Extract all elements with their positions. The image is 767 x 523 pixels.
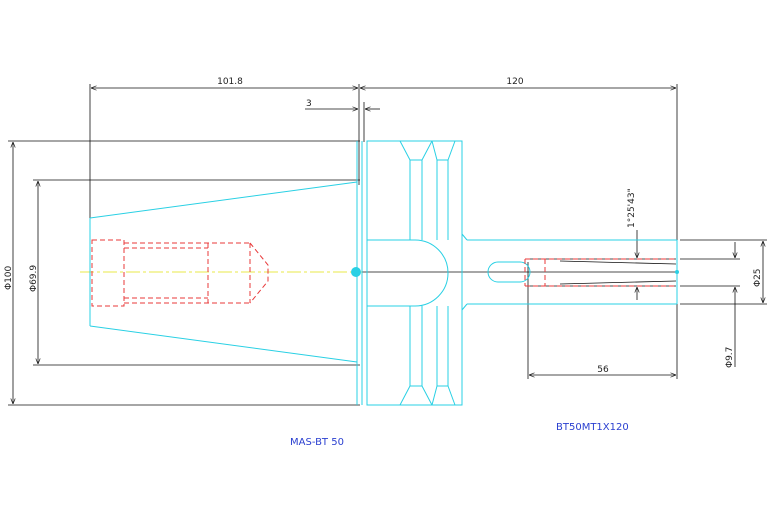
dim-3: 3 xyxy=(306,99,312,109)
dim-56: 56 xyxy=(597,365,609,375)
dim-dia-69-9: Φ69.9 xyxy=(29,265,39,292)
dim-dia-9-7: Φ9.7 xyxy=(725,347,735,368)
hidden-lines xyxy=(91,239,676,307)
dim-dia-25: Φ25 xyxy=(753,268,763,287)
dimension-lines xyxy=(8,84,767,406)
dim-dia-100: Φ100 xyxy=(4,265,14,290)
dim-120: 120 xyxy=(506,77,523,87)
dim-taper-angle: 1°25'43" xyxy=(627,188,637,228)
part-outline xyxy=(89,140,679,406)
label-right-part: BT50MT1X120 xyxy=(556,422,629,433)
label-left-part: MAS-BT 50 xyxy=(290,437,344,448)
dim-101-8: 101.8 xyxy=(217,77,243,87)
